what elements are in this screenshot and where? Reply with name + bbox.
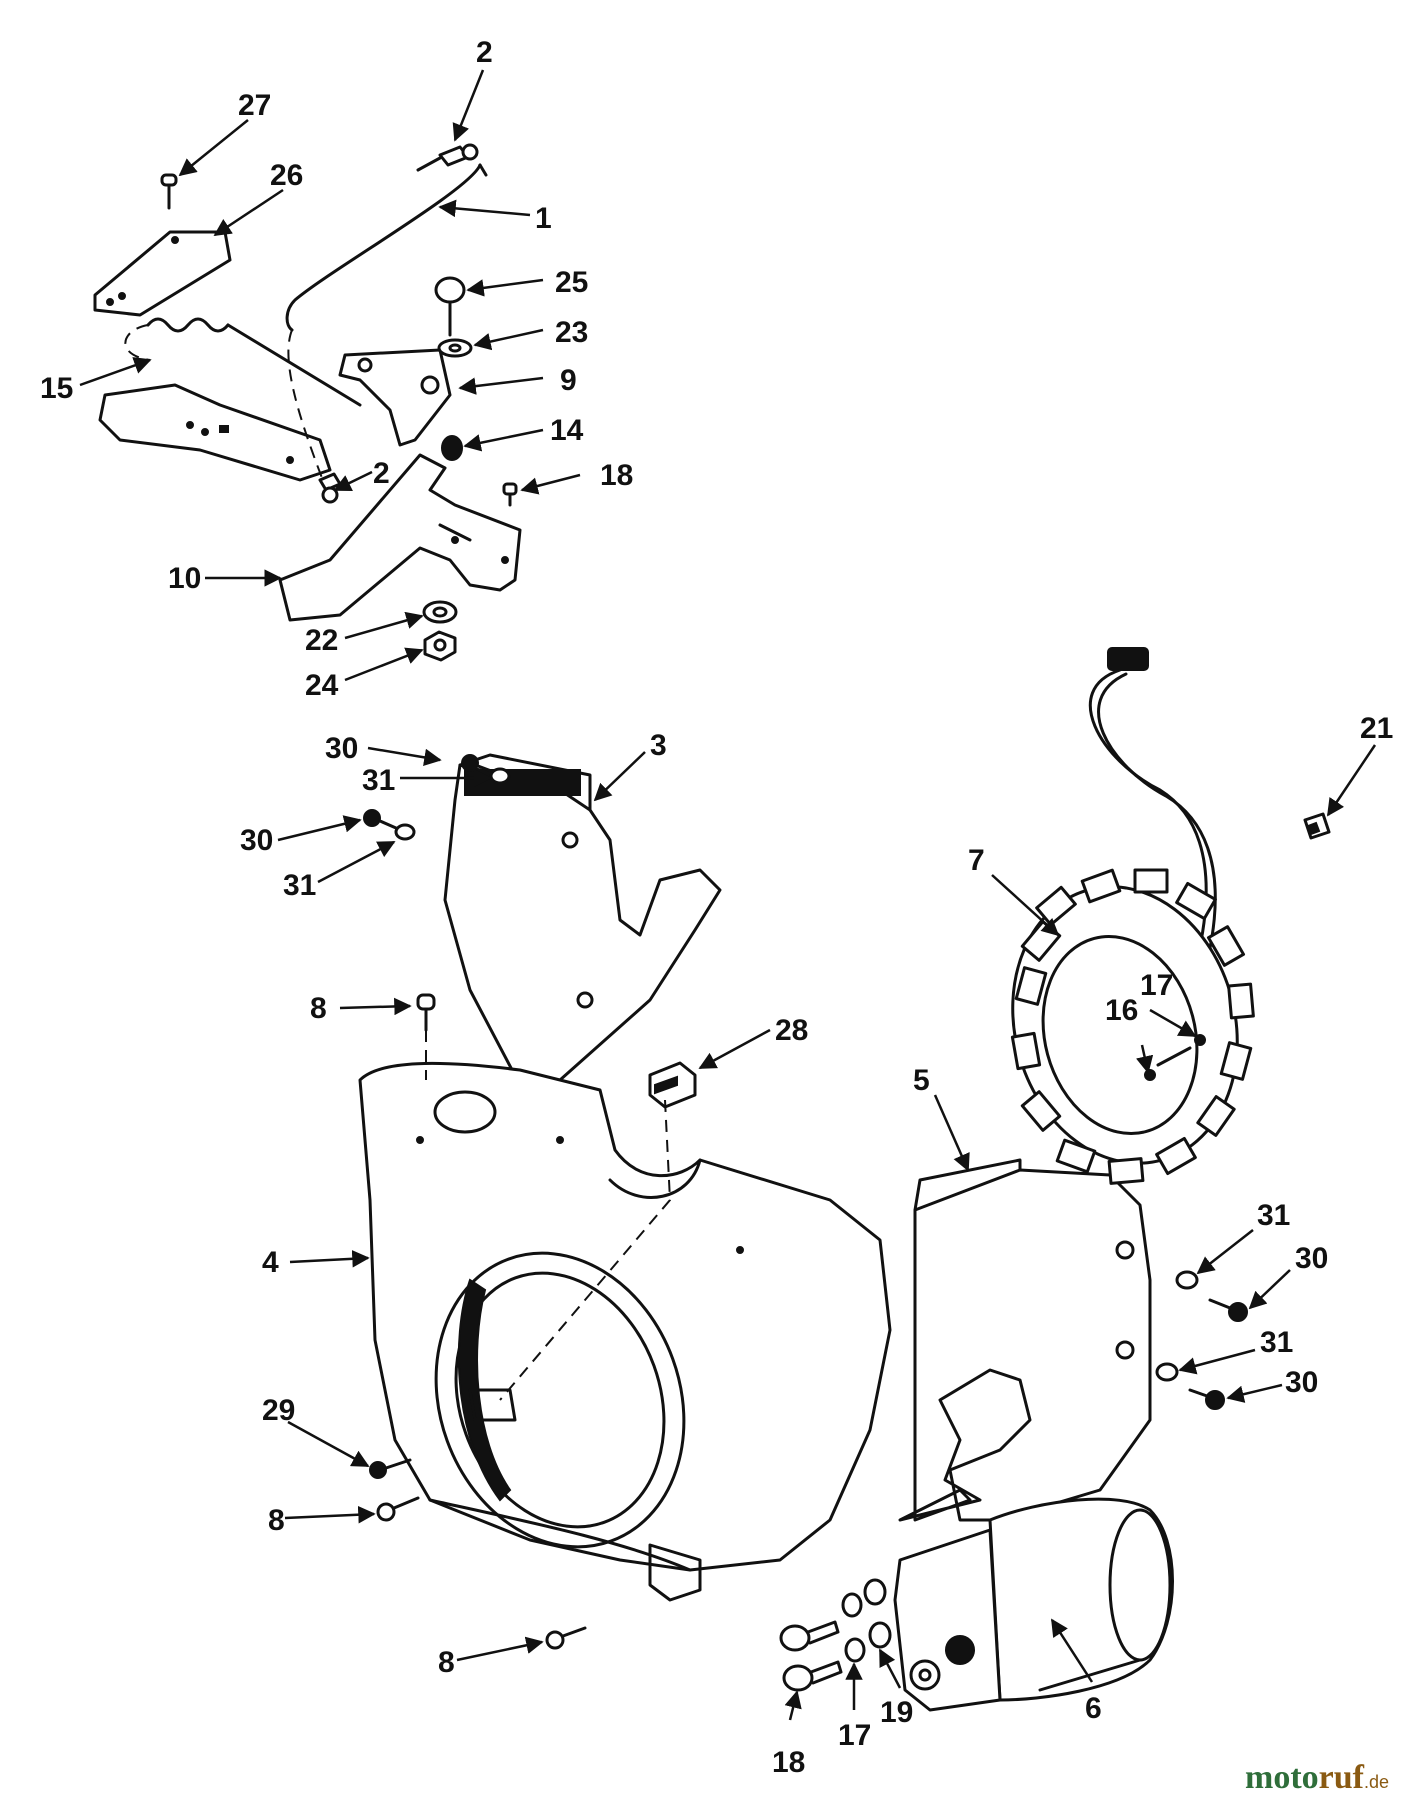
screw-8-top: [416, 993, 436, 1080]
callout-labels: 1 2 2 3 4 5 6 7 8 8 8 9 10 14 15 16 17 1…: [40, 36, 1393, 1779]
throttle-lever: [338, 348, 452, 447]
washer-31-d: [1155, 1362, 1179, 1382]
motoruf-watermark: motoruf.de: [1245, 1759, 1389, 1796]
link-clip-upper: [416, 143, 479, 172]
screw-30-b: [363, 809, 398, 830]
washer-31-b: [394, 823, 416, 841]
callout-8-bottom: 8: [438, 1646, 455, 1679]
callout-17-stator: 17: [1140, 969, 1173, 1002]
leader-arrows: [79, 69, 1377, 1721]
blower-housing: [358, 1061, 892, 1602]
callout-3: 3: [650, 729, 667, 762]
bushing: [441, 435, 463, 461]
callout-16: 16: [1105, 994, 1138, 1027]
callout-6: 6: [1085, 1692, 1102, 1725]
clip-28: [499, 1061, 697, 1401]
bolt-18-upper: [779, 1620, 840, 1652]
callout-31-d: 31: [1260, 1326, 1293, 1359]
washer-23: [437, 338, 473, 358]
callout-9: 9: [560, 364, 577, 397]
callout-31-c: 31: [1257, 1199, 1290, 1232]
screw-30-c: [1208, 1298, 1248, 1322]
callout-5: 5: [913, 1064, 930, 1097]
callout-27: 27: [238, 89, 271, 122]
callout-8-top: 8: [310, 992, 327, 1025]
screw-30-d: [1188, 1388, 1225, 1410]
callout-1: 1: [535, 202, 552, 235]
callout-14: 14: [550, 414, 584, 447]
watermark-part-2: ruf: [1319, 1759, 1365, 1796]
callout-19: 19: [880, 1696, 913, 1729]
callout-30-b: 30: [240, 824, 273, 857]
callout-28: 28: [775, 1014, 808, 1047]
callout-21: 21: [1360, 712, 1393, 745]
mounting-screw: [160, 173, 178, 210]
callout-23: 23: [555, 316, 588, 349]
callout-22: 22: [305, 624, 338, 657]
screw-8-bottom: [545, 1626, 587, 1650]
callout-10: 10: [168, 562, 201, 595]
starter-motor: [893, 1497, 1174, 1712]
screw-29: [369, 1458, 412, 1479]
callout-24: 24: [305, 669, 339, 702]
callout-18-upper: 18: [600, 459, 633, 492]
nut-24: [423, 630, 457, 662]
washer-17-upper: [841, 1592, 863, 1618]
callout-29: 29: [262, 1394, 295, 1427]
governor-spring: [124, 317, 362, 407]
washer-19-lower: [868, 1621, 892, 1649]
mounting-plate: [93, 230, 232, 317]
callout-2-top: 2: [476, 36, 493, 69]
callout-4: 4: [262, 1246, 279, 1279]
callout-18-starter: 18: [772, 1746, 805, 1779]
callout-30-a: 30: [325, 732, 358, 765]
callout-17-starter: 17: [838, 1719, 871, 1752]
callout-31-a: 31: [362, 764, 395, 797]
washer-17-lower: [844, 1637, 866, 1663]
callout-25: 25: [555, 266, 588, 299]
alternator-stator: [1010, 868, 1255, 1185]
bolt-18-lower: [782, 1660, 843, 1692]
svg-text:motoruf.de: motoruf.de: [1245, 1759, 1389, 1796]
callout-30-c: 30: [1295, 1242, 1328, 1275]
callout-31-b: 31: [283, 869, 316, 902]
air-guide-cover: [443, 753, 722, 1087]
washer-22: [422, 600, 458, 624]
governor-link-rod: [285, 163, 488, 332]
washer-19-upper: [863, 1578, 887, 1606]
watermark-suffix: .de: [1364, 1772, 1389, 1792]
screw-8-left: [376, 1496, 420, 1522]
watermark-part-1: moto: [1245, 1759, 1319, 1796]
link-clip-lower: [287, 329, 342, 504]
callout-7: 7: [968, 844, 985, 877]
washer-31-c: [1175, 1270, 1199, 1290]
harness-clip-21: [1303, 812, 1331, 840]
bolt-25: [434, 276, 466, 337]
control-bracket: [278, 453, 522, 622]
callout-8-left: 8: [268, 1504, 285, 1537]
callout-26: 26: [270, 159, 303, 192]
governor-bracket-plate: [98, 383, 332, 482]
callout-30-d: 30: [1285, 1366, 1318, 1399]
side-panel: [898, 1158, 1152, 1522]
callout-15: 15: [40, 372, 73, 405]
washer-31-a: [489, 767, 511, 785]
screw-18-upper: [502, 482, 518, 507]
callout-2-lower: 2: [373, 457, 390, 490]
